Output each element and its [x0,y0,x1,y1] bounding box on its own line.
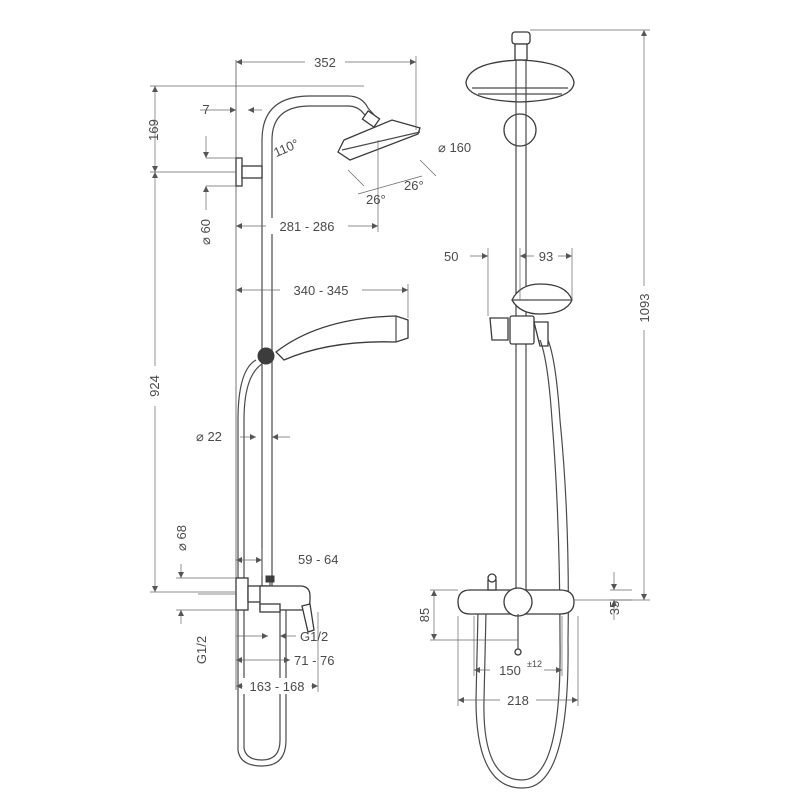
angle-26-left: 26° [366,192,386,207]
dim-218: 218 [507,693,529,708]
arm-bend-top [347,95,376,117]
dim-352: 352 [314,55,336,70]
thread-g12-left: G1/2 [194,636,209,664]
thread-g12-right: G1/2 [300,629,328,644]
hand-shower-front [511,283,573,315]
hose-inner [243,363,281,761]
dim-head-160: ⌀ 160 [438,140,471,155]
dim-150: 150 [499,663,521,678]
mixer-side [235,575,315,633]
dim-dia-60: ⌀ 60 [198,219,213,245]
arm-bend-bottom [347,105,370,121]
overhead-shower-side [337,109,421,161]
hose-front-outer [483,339,561,781]
dimension-labels: 352 7 169 110° ⌀ 160 26° 26° ⌀ 60 281 - … [146,54,654,708]
mixer-outlet [259,603,281,613]
dim-35: 35 [607,601,622,615]
dim-924: 924 [147,375,162,397]
angle-110: 110° [271,136,301,160]
mixer-center-boss [503,587,533,617]
dim-93: 93 [539,249,553,264]
mixer-wall-plate [235,577,249,611]
mixer-front [457,573,575,656]
top-connector-neck [514,43,528,61]
dim-163-168: 163 - 168 [250,679,305,694]
hose-outer [237,359,287,767]
angle-26-right: 26° [404,178,424,193]
hand-shower-side [257,315,409,365]
hose-front-inner [475,339,569,789]
riser-pipe-inner [271,105,348,590]
dim-85: 85 [417,608,432,622]
dim-59-64: 59 - 64 [298,552,338,567]
ball-joint [503,113,537,147]
dim-71-76: 71 - 76 [294,653,334,668]
mixer-top-cap [265,575,275,583]
dim-169: 169 [146,119,161,141]
mixer-lever [301,603,315,633]
dim-dia-68: ⌀ 68 [174,525,189,551]
dim-281-286: 281 - 286 [280,219,335,234]
riser-pipe-outer [261,95,348,590]
slider-front [489,315,549,347]
top-connector [511,31,531,45]
side-view [150,56,437,767]
dim-7: 7 [202,102,209,117]
dim-340-345: 340 - 345 [294,283,349,298]
slider-knob [257,347,275,365]
dim-dia-22: ⌀ 22 [196,429,222,444]
dim-50: 50 [444,249,458,264]
front-view [430,29,650,789]
wall-bracket-arm [241,165,263,179]
wall-bracket-plate [235,157,243,187]
dim-1093: 1093 [637,294,652,323]
dim-150-tolerance: ±12 [527,659,542,669]
overhead-shower-front [465,59,575,103]
